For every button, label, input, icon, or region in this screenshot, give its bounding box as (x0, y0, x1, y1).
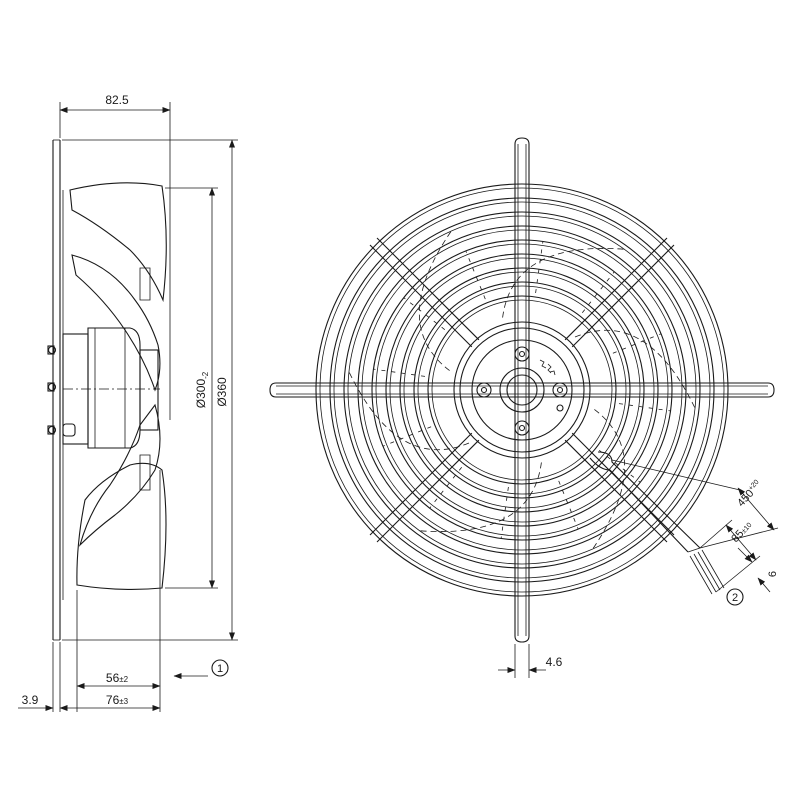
guard-radial-tick (598, 449, 641, 483)
fan-blade-edge (347, 369, 470, 451)
guard-strut (564, 237, 668, 341)
guard-ring-inner (333, 201, 711, 579)
guard-radial-tick (403, 297, 446, 331)
side-view: 82.5 Ø300-2 Ø360 56±2 (18, 93, 238, 712)
front-view: 4.6 450+20 85±10 6 2 (269, 137, 779, 678)
guard-strut (369, 244, 473, 348)
guard-radial-tick (429, 466, 463, 509)
guard-ring (357, 225, 687, 555)
dimension-hub-depth: 56±2 (76, 671, 161, 689)
dim-wire-strip-label: 6 (767, 571, 779, 577)
fan-blade-edge (591, 409, 626, 551)
dimension-wire: 4.6 (498, 644, 563, 678)
guard-ring (427, 295, 617, 485)
guard-ring (315, 183, 729, 597)
guard-radial-tick (465, 250, 486, 300)
motor-hub (453, 321, 591, 459)
guard-radial-tick (500, 486, 509, 539)
guard-ring-inner (431, 299, 613, 481)
dim-blade-diameter-tolerance: -2 (201, 371, 210, 379)
guard-ring-inner (375, 243, 669, 537)
guard-strut (376, 237, 480, 341)
fan-blade-edge (418, 229, 453, 371)
cable-marker: 2 (726, 588, 744, 606)
airflow-marker-label: 1 (217, 663, 223, 675)
guard-radial-tick (535, 241, 544, 294)
guard-strut (369, 432, 473, 536)
svg-text:Ø300-2: Ø300-2 (194, 371, 210, 408)
guard-ring (385, 253, 659, 527)
fan-blade-lower (76, 403, 167, 590)
dim-depth-label: 82.5 (105, 93, 129, 107)
guard-ring-inner (389, 257, 655, 523)
dimension-total-depth: 76±3 (59, 693, 161, 711)
guard-strut (571, 244, 675, 348)
guard-radial-tick (581, 271, 615, 314)
guard-radial-tick (558, 480, 579, 530)
guard-rings (315, 183, 729, 597)
dim-flange-label: 3.9 (22, 693, 39, 707)
dim-hub-depth-tolerance: ±2 (119, 675, 128, 684)
svg-text:85±10: 85±10 (729, 519, 754, 545)
fan-blade-edge (574, 329, 697, 411)
guard-ring (343, 211, 701, 569)
dim-blade-diameter-label: Ø300 (194, 379, 208, 409)
dimension-guard-diameter: Ø360 (215, 139, 235, 641)
horizontal-mounting-bar (269, 382, 775, 398)
fan-blades-front (347, 229, 697, 551)
svg-text:450+20: 450+20 (735, 479, 764, 510)
guard-ring (399, 267, 645, 513)
dim-total-depth-tolerance: ±3 (119, 697, 128, 706)
guard-radial-tick (612, 333, 662, 354)
svg-text:76±3: 76±3 (106, 693, 129, 707)
motor-body (62, 327, 160, 449)
guard-ring (413, 281, 631, 499)
dimension-blade-diameter: Ø300-2 (194, 187, 215, 589)
guard-radial-tick (618, 403, 671, 412)
dim-wire-label: 4.6 (546, 655, 563, 669)
dim-cable-length-tolerance: +20 (747, 479, 760, 493)
fan-blade-upper (69, 182, 167, 392)
mounting-bolts (47, 345, 76, 437)
guard-ring (329, 197, 715, 583)
guard-ring-inner (319, 187, 725, 593)
dimension-depth: 82.5 (59, 93, 171, 420)
dim-total-depth-label: 76 (106, 693, 120, 707)
guard-ring-inner (403, 271, 641, 509)
cable-marker-label: 2 (732, 592, 738, 604)
fan-blade-edge (502, 248, 627, 318)
dim-strip-length-tolerance: ±10 (740, 522, 753, 535)
guard-ring-inner (417, 285, 627, 495)
dim-hub-depth-label: 56 (106, 671, 120, 685)
svg-text:56±2: 56±2 (106, 671, 129, 685)
fan-blade-edge (417, 462, 542, 532)
dim-guard-diameter-label: Ø360 (215, 377, 229, 407)
guard-ring (371, 239, 673, 541)
guard-ring-inner (347, 215, 697, 565)
power-cable (589, 451, 725, 595)
dimension-flange: 3.9 (18, 693, 54, 711)
airflow-direction-marker: 1 (173, 659, 229, 679)
guard-ring-inner (361, 229, 683, 551)
guard-strut (376, 439, 480, 543)
guard-radial-tick (382, 426, 432, 447)
vertical-mounting-bar (514, 137, 530, 643)
guard-strut (564, 439, 668, 543)
guard-radial-tick (373, 368, 426, 377)
